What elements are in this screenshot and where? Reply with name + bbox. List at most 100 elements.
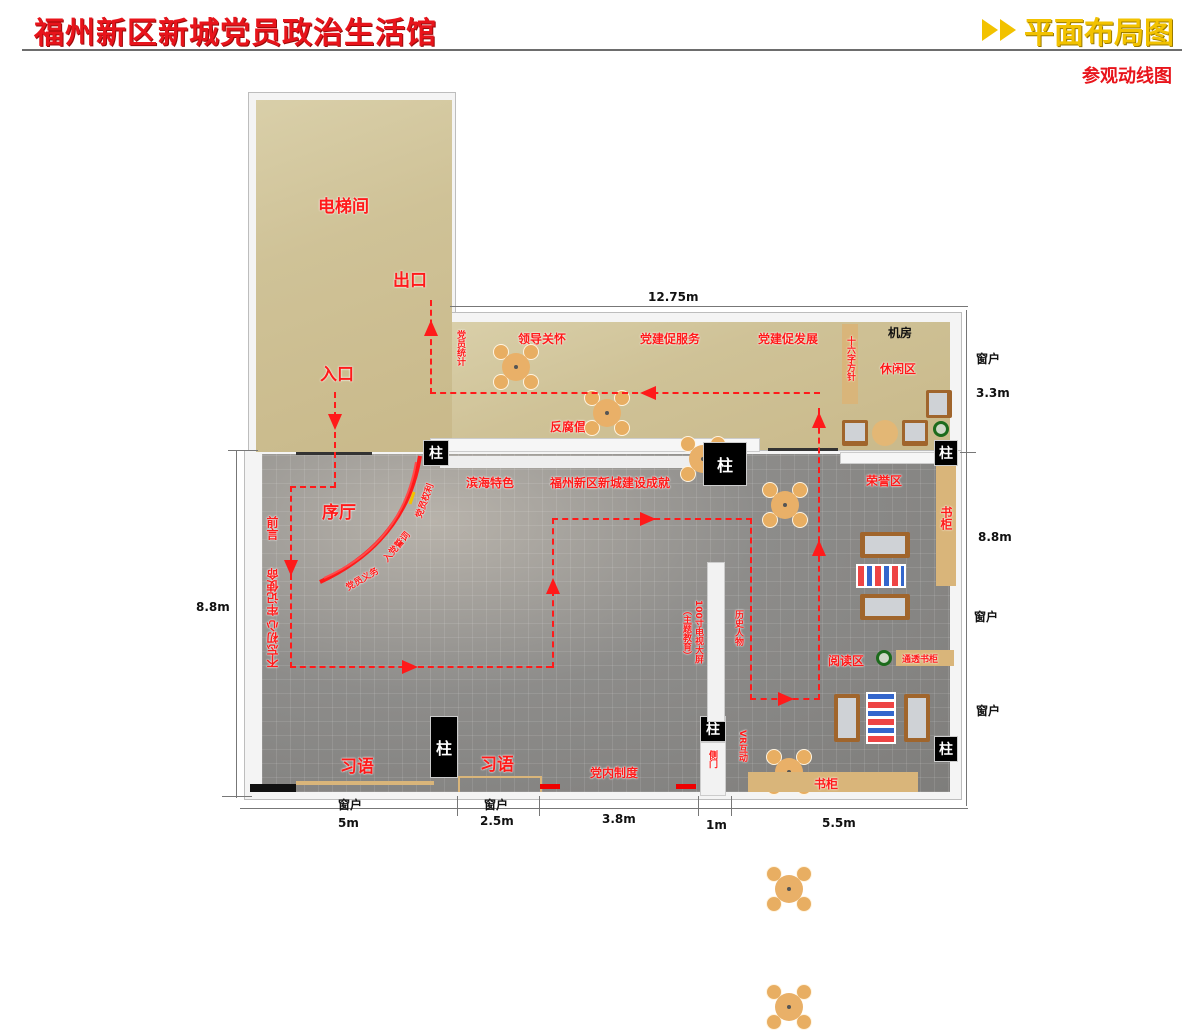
pillar: 柱 [703, 442, 747, 486]
exhibit-party-rules: 党内制度 [590, 766, 639, 780]
section-title: 平面布局图 [982, 8, 1174, 52]
bookcase-right [936, 466, 956, 586]
round-table [762, 482, 808, 528]
plant-icon [876, 650, 892, 666]
flow-path [290, 666, 552, 668]
dimension-top: 12.75m [648, 290, 699, 304]
section-title-text: 平面布局图 [1024, 16, 1174, 51]
dim-tick [698, 796, 699, 816]
room-label-reading-area: 阅读区 [828, 654, 865, 668]
exhibit-original-mission: 不忘初心 牢记使命 [266, 568, 280, 669]
window-label-right-3: 窗户 [976, 704, 1001, 718]
arrow-up-icon [424, 320, 438, 336]
arrow-down-icon [328, 414, 342, 430]
exhibit-party-development: 党建促发展 [758, 332, 819, 346]
arrow-down-icon [284, 560, 298, 576]
dimension-left: 8.8m [196, 600, 230, 614]
room-label-honor-area: 荣誉区 [866, 474, 903, 488]
pillar: 柱 [934, 736, 958, 762]
exhibit-theme-education: （主题教育） [681, 606, 691, 660]
window-label-right-1: 窗户 [976, 352, 1001, 366]
dim-line-top [450, 306, 968, 307]
pillar: 柱 [430, 716, 458, 778]
entry-black-bar [250, 784, 296, 792]
room-label-rest-area: 休闲区 [880, 362, 917, 376]
magazine-table [856, 564, 906, 588]
pillar: 柱 [934, 440, 958, 466]
window-label-right-2: 窗户 [974, 610, 999, 624]
dim-line-right [966, 310, 967, 806]
magazine-table [866, 692, 896, 744]
curved-display-wall [319, 455, 422, 584]
entrance-label: 入口 [320, 365, 354, 385]
flow-path [750, 518, 752, 700]
dimension-bottom-3: 3.8m [602, 812, 636, 826]
arrow-up-icon [546, 578, 560, 594]
exhibit-new-city-achievements: 福州新区新城建设成就 [550, 476, 671, 490]
double-chevron-icon [982, 16, 1022, 44]
room-label-machine-room: 机房 [888, 326, 913, 340]
flow-path [290, 486, 292, 668]
plant-icon [933, 421, 949, 437]
flow-path [430, 300, 432, 394]
dim-line-bottom [240, 808, 968, 809]
bookcase-bottom-label: 书柜 [814, 777, 839, 791]
partition-panel [842, 324, 858, 404]
dimension-bottom-2: 2.5m [480, 814, 514, 828]
armchair [842, 420, 868, 446]
dim-tick [457, 796, 458, 816]
red-display [676, 784, 696, 789]
rest-divider [840, 452, 936, 464]
round-table [766, 866, 812, 912]
flow-path [290, 486, 336, 488]
dim-tick [731, 796, 732, 816]
exit-label: 出口 [393, 271, 427, 291]
dim-tick [539, 796, 540, 816]
armchair [904, 694, 930, 742]
arrow-right-icon [778, 692, 794, 706]
dimension-bottom-5: 5.5m [822, 816, 856, 830]
left-top-panel-label: 党员统计 [455, 330, 465, 366]
dim-tick [228, 450, 258, 451]
arrow-up-icon [812, 412, 826, 428]
armchair [902, 420, 928, 446]
exhibit-coastal-feature: 滨海特色 [466, 476, 515, 490]
dim-line-left [236, 450, 237, 798]
armchair [834, 694, 860, 742]
room-label-lobby: 序厅 [322, 503, 356, 523]
arrow-left-icon [640, 386, 656, 400]
window-label-bottom-1: 窗户 [338, 798, 363, 812]
coffee-table [872, 420, 898, 446]
header-divider [22, 49, 1182, 51]
page-title: 福州新区新城党员政治生活馆 [34, 16, 437, 51]
center-partition [707, 562, 725, 722]
dimension-right-lower: 8.8m [978, 530, 1012, 544]
exhibit-party-service: 党建促服务 [640, 332, 701, 346]
dim-tick [960, 452, 976, 453]
armchair [926, 390, 952, 418]
exhibit-tv-screen: 100寸电视大屏 [693, 600, 703, 664]
exhibit-xi-quotes-left: 习语 [340, 757, 374, 777]
partition-panel-label: 十六字方针 [845, 336, 855, 381]
exhibit-xi-quotes-right: 习语 [480, 755, 514, 775]
sofa [860, 532, 910, 558]
room-label-elevator-hall: 电梯间 [318, 197, 369, 217]
exhibit-preface: 前言 [265, 516, 279, 540]
reading-bookshelf [896, 650, 954, 666]
flow-path [334, 392, 336, 488]
arrow-right-icon [402, 660, 418, 674]
vr-interaction-label: VR互动 [737, 730, 747, 762]
sofa [860, 594, 910, 620]
display-counter [296, 781, 434, 785]
round-table [493, 344, 539, 390]
side-door-wall [700, 742, 726, 796]
dimension-bottom-1: 5m [338, 816, 359, 830]
dimension-right-upper: 3.3m [976, 386, 1010, 400]
round-table [766, 984, 812, 1030]
door-line-right [768, 448, 838, 451]
red-display [540, 784, 560, 789]
exhibit-wall-strip [440, 456, 710, 468]
arrow-up-icon [812, 540, 826, 556]
bookcase-bottom [748, 772, 918, 792]
elevator-hall-floor [256, 100, 452, 452]
